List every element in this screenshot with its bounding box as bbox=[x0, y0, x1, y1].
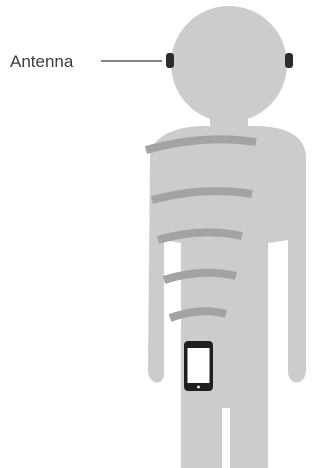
body bbox=[148, 126, 306, 468]
phone-home-button bbox=[197, 386, 200, 389]
phone-screen bbox=[188, 348, 210, 383]
antenna-left-icon bbox=[166, 53, 174, 68]
antenna-right-icon bbox=[285, 53, 293, 68]
antenna-label: Antenna bbox=[10, 52, 74, 71]
smartphone-icon bbox=[184, 341, 213, 391]
